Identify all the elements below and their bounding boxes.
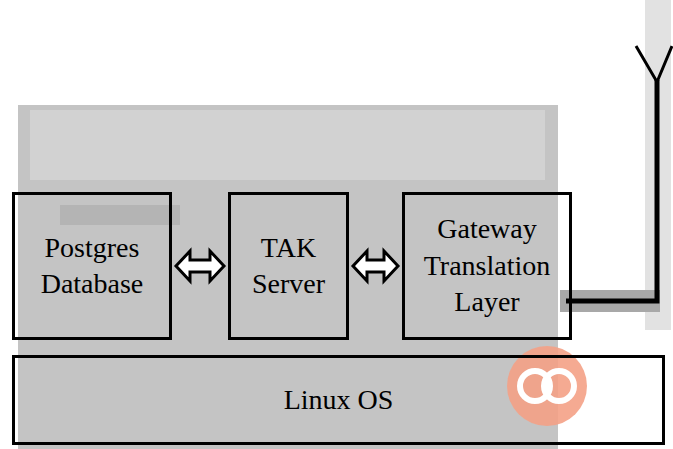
component-label: TAK Server [231, 230, 346, 303]
double-block-arrow [176, 251, 224, 281]
component-box: Linux OS [12, 355, 665, 445]
logo-disc [507, 346, 587, 426]
device-port [60, 205, 180, 225]
component-label: Gateway Translation Layer [405, 211, 569, 320]
device-top [30, 110, 545, 180]
antenna-wire [566, 80, 657, 301]
watermark-logo [507, 346, 587, 426]
component-box: TAK Server [228, 192, 349, 340]
component-box: Postgres Database [12, 192, 172, 340]
antenna-symbol [636, 46, 672, 82]
component-label: Linux OS [280, 382, 398, 418]
double-block-arrow [353, 251, 398, 281]
logo-ring [544, 371, 574, 401]
component-box: Gateway Translation Layer [402, 192, 572, 340]
component-label: Postgres Database [15, 230, 169, 303]
